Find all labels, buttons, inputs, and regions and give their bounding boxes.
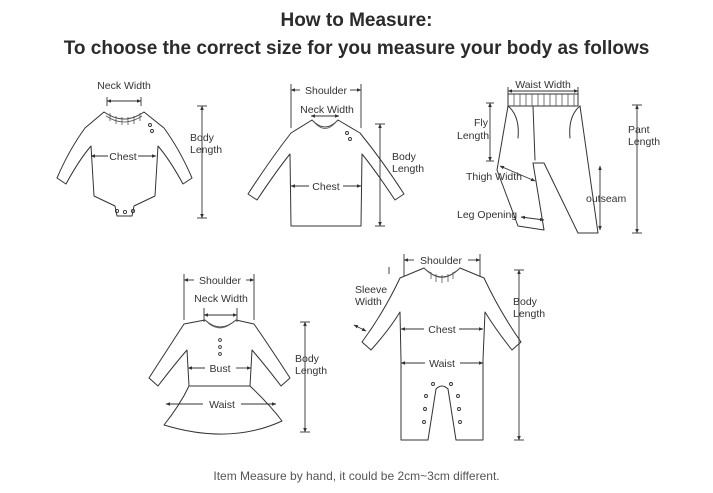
body-length-label: Body (392, 151, 417, 163)
body-length-label: Length (392, 163, 424, 175)
waist-width-label: Waist Width (515, 79, 571, 91)
shirt-illustration (247, 119, 405, 227)
neck-width-label: Neck Width (300, 104, 354, 116)
thigh-width-label: Thigh Width (466, 171, 522, 183)
pants-waist-width-marker: Waist Width (507, 79, 579, 95)
pants-illustration (496, 93, 599, 234)
body-length-label: Body (513, 296, 538, 308)
chest-label: Chest (312, 181, 340, 193)
pants-leg-opening-marker: Leg Opening (457, 209, 545, 222)
pants-pant-length-marker: Pant Length (628, 104, 660, 234)
bodysuit-neck-width-marker: Neck Width (97, 80, 151, 106)
page-subtitle: To choose the correct size for you measu… (63, 38, 650, 59)
pants-fly-length-marker: Fly Length (457, 102, 494, 162)
fly-length-label: Length (457, 130, 489, 142)
shirt-chest-marker: Chest (290, 181, 362, 193)
waist-label: Waist (429, 358, 455, 370)
body-length-label: Body (190, 132, 215, 144)
page-title: How to Measure: (280, 10, 433, 31)
shirt-neck-width-marker: Neck Width (300, 104, 354, 118)
leg-opening-label: Leg Opening (457, 209, 517, 221)
body-length-label: Body (295, 353, 320, 365)
neck-width-label: Neck Width (97, 80, 151, 92)
chest-label: Chest (109, 151, 137, 163)
sleeve-width-label: Sleeve (355, 284, 387, 296)
shirt-body-length-marker: Body Length (375, 123, 424, 227)
neck-width-label: Neck Width (194, 293, 248, 305)
pants-thigh-width-marker: Thigh Width (466, 165, 536, 183)
shoulder-label: Shoulder (305, 85, 348, 97)
dress-shoulder-marker: Shoulder (183, 274, 255, 320)
footer-note: Item Measure by hand, it could be 2cm~3c… (213, 469, 500, 483)
dress-body-length-marker: Body Length (295, 321, 327, 433)
pant-length-label: Length (628, 136, 660, 148)
bodysuit-chest-marker: Chest (90, 151, 157, 163)
pants-outseam-marker: outseam (586, 165, 627, 231)
outseam-label: outseam (586, 193, 627, 205)
romper-body-length-marker: Body Length (513, 269, 545, 441)
shoulder-label: Shoulder (420, 255, 463, 267)
romper-sleeve-width-marker: Sleeve Width (353, 267, 390, 332)
romper-chest-marker: Chest (400, 324, 484, 336)
dress-illustration (148, 319, 291, 435)
waist-label: Waist (209, 399, 235, 411)
shirt-shoulder-marker: Shoulder (290, 84, 362, 128)
romper-shoulder-marker: Shoulder (403, 254, 481, 276)
dress-waist-marker: Waist (165, 399, 277, 411)
bodysuit-illustration (56, 111, 193, 217)
dress-neck-width-marker: Neck Width (194, 293, 248, 322)
chest-label: Chest (428, 324, 456, 336)
fly-length-label: Fly (474, 117, 489, 129)
body-length-label: Length (513, 308, 545, 320)
bust-label: Bust (209, 363, 230, 375)
sleeve-width-label: Width (355, 296, 382, 308)
romper-waist-marker: Waist (400, 358, 484, 370)
body-length-label: Length (295, 365, 327, 377)
bodysuit-body-length-marker: Body Length (190, 105, 222, 219)
body-length-label: Length (190, 144, 222, 156)
shoulder-label: Shoulder (199, 275, 242, 287)
romper-illustration (361, 267, 522, 441)
pant-length-label: Pant (628, 124, 650, 136)
dress-bust-marker: Bust (187, 363, 252, 375)
